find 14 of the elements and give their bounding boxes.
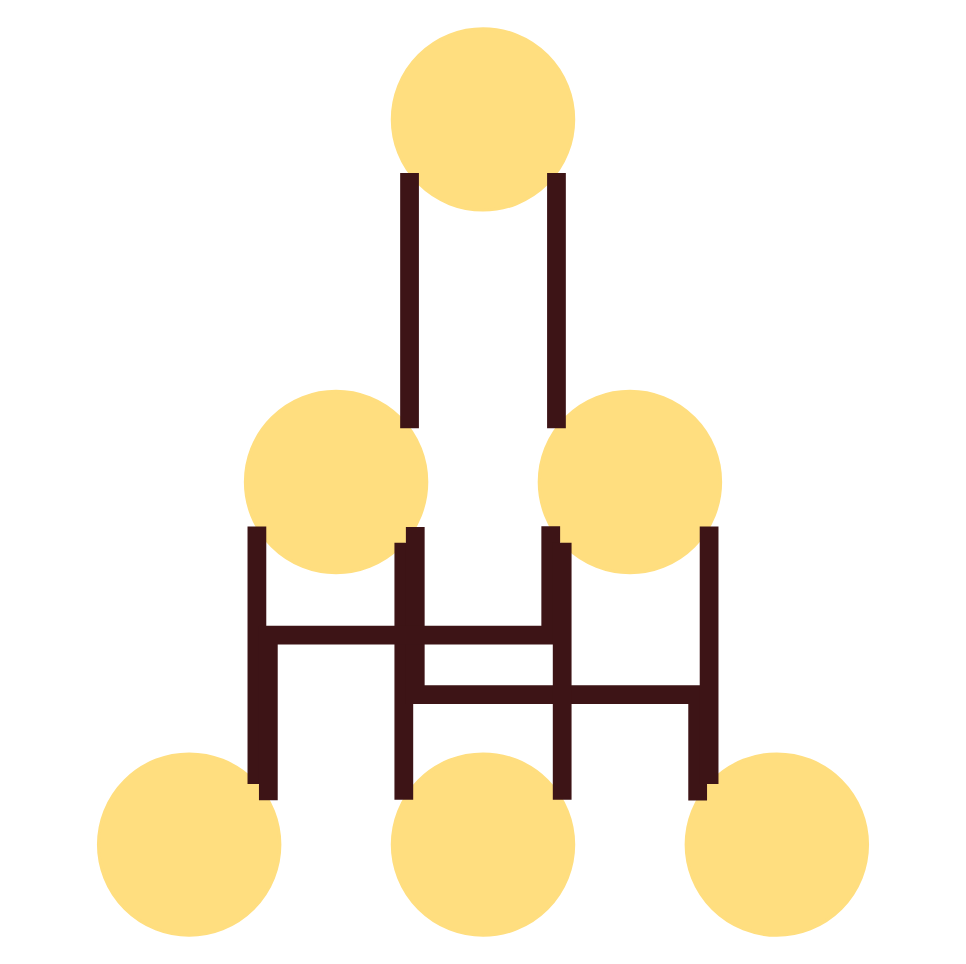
- node-circle: [243, 389, 429, 575]
- connector: [552, 542, 572, 800]
- node-circle: [390, 27, 576, 212]
- node-circle: [537, 389, 723, 575]
- connector: [258, 526, 561, 801]
- connector: [699, 526, 719, 785]
- connector: [400, 172, 419, 429]
- connector: [394, 542, 414, 800]
- connector: [547, 172, 566, 429]
- connector: [247, 526, 267, 785]
- node-circle: [684, 752, 870, 937]
- connector: [405, 527, 708, 801]
- node-circle: [96, 752, 282, 937]
- node-circle: [390, 752, 576, 937]
